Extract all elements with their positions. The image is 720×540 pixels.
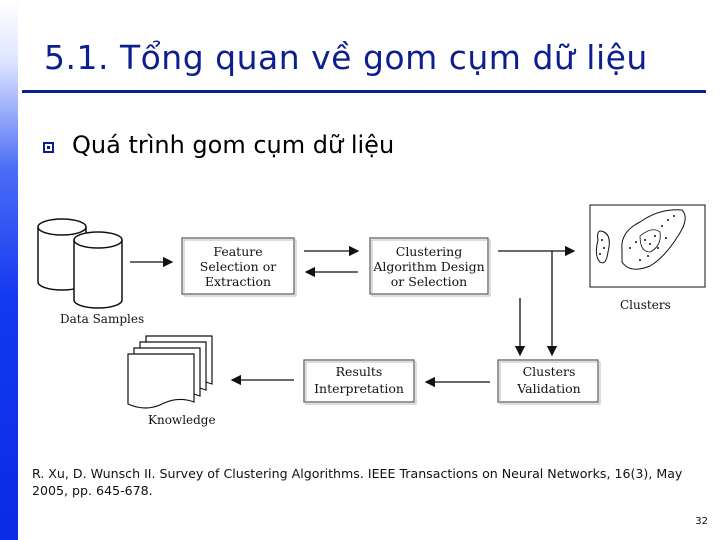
data-samples-label: Data Samples bbox=[60, 312, 144, 326]
feature-box-line-3: Extraction bbox=[205, 274, 271, 289]
knowledge-documents-icon bbox=[127, 335, 213, 409]
validation-box-line-1: Clusters bbox=[523, 364, 576, 379]
bullet-text: Quá trình gom cụm dữ liệu bbox=[72, 131, 395, 159]
clustering-box-line-1: Clustering bbox=[396, 244, 462, 259]
feature-selection-box: Feature Selection or Extraction bbox=[181, 237, 297, 297]
results-box-line-2: Interpretation bbox=[314, 381, 404, 396]
clustering-algorithm-box: Clustering Algorithm Design or Selection bbox=[369, 237, 491, 297]
title-underline bbox=[22, 90, 706, 93]
validation-box-line-2: Validation bbox=[516, 381, 580, 396]
square-bullet-icon bbox=[43, 142, 54, 153]
results-interpretation-box: Results Interpretation bbox=[303, 359, 417, 405]
clustering-box-line-2: Algorithm Design bbox=[372, 259, 484, 274]
left-accent-bar bbox=[0, 0, 18, 540]
page-number: 32 bbox=[695, 516, 708, 527]
results-box-line-1: Results bbox=[336, 364, 383, 379]
feature-box-line-1: Feature bbox=[213, 244, 262, 259]
database-cylinders-icon bbox=[37, 218, 123, 309]
clusters-label: Clusters bbox=[620, 298, 671, 312]
knowledge-label: Knowledge bbox=[148, 413, 216, 427]
clusters-validation-box: Clusters Validation bbox=[497, 359, 601, 405]
slide-title: 5.1. Tổng quan về gom cụm dữ liệu bbox=[44, 38, 648, 77]
clusters-scatter-icon bbox=[589, 204, 706, 288]
citation-text: R. Xu, D. Wunsch II. Survey of Clusterin… bbox=[32, 466, 683, 498]
clustering-box-line-3: or Selection bbox=[391, 274, 467, 289]
feature-box-line-2: Selection or bbox=[200, 259, 276, 274]
